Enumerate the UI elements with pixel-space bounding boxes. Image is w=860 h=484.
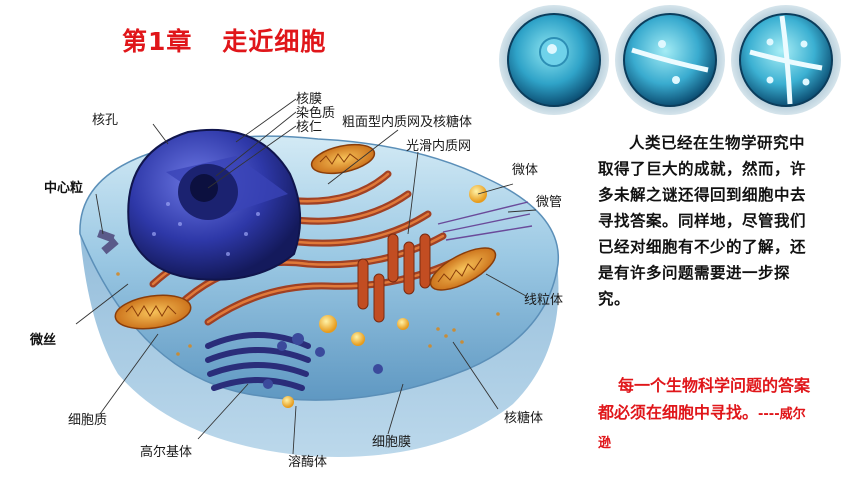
- label-microfilament: 微丝: [30, 333, 57, 348]
- cell-two-cell-image: [615, 5, 725, 115]
- mitochondria: [114, 143, 497, 330]
- label-smooth-er: 光滑内质网: [406, 139, 472, 154]
- label-chromatin: 染色质: [296, 106, 336, 121]
- chapter-number: 第1章: [122, 27, 193, 56]
- label-rough-er: 粗面型内质网及核糖体: [342, 115, 473, 130]
- label-nuclear-pore: 核孔: [92, 113, 119, 128]
- chapter-name: 走近细胞: [222, 27, 327, 56]
- intro-paragraph: 人类已经在生物学研究中取得了巨大的成就，然而，许多未解之谜还得回到细胞中去寻找答…: [598, 134, 807, 308]
- label-lysosome: 溶酶体: [288, 455, 328, 470]
- label-nucleolus: 核仁: [296, 120, 323, 135]
- label-cytoplasm: 细胞质: [68, 413, 108, 428]
- chapter-title: 第1章走近细胞: [122, 22, 326, 58]
- centriole: [97, 229, 119, 255]
- label-ribosome: 核糖体: [504, 411, 544, 426]
- animal-cell-diagram: [75, 98, 560, 457]
- label-nuclear-envelope: 核膜: [296, 92, 323, 107]
- label-cell-membrane: 细胞膜: [372, 435, 412, 450]
- label-mitochondrion: 线粒体: [524, 293, 564, 308]
- label-microtubule: 微管: [536, 195, 563, 210]
- label-golgi: 高尔基体: [140, 445, 193, 460]
- label-microbody: 微体: [512, 163, 539, 178]
- quote-block: 每一个生物科学问题的答案都必须在细胞中寻找。----威尔逊: [598, 372, 816, 457]
- cell-one-cell-image: [499, 5, 609, 115]
- cell-four-cell-image: [731, 5, 841, 115]
- quote-text: 每一个生物科学问题的答案都必须在细胞中寻找。: [598, 376, 811, 422]
- label-centriole: 中心粒: [44, 181, 84, 196]
- quote-author: ----威尔逊: [598, 407, 806, 451]
- cell-division-images: [498, 4, 848, 116]
